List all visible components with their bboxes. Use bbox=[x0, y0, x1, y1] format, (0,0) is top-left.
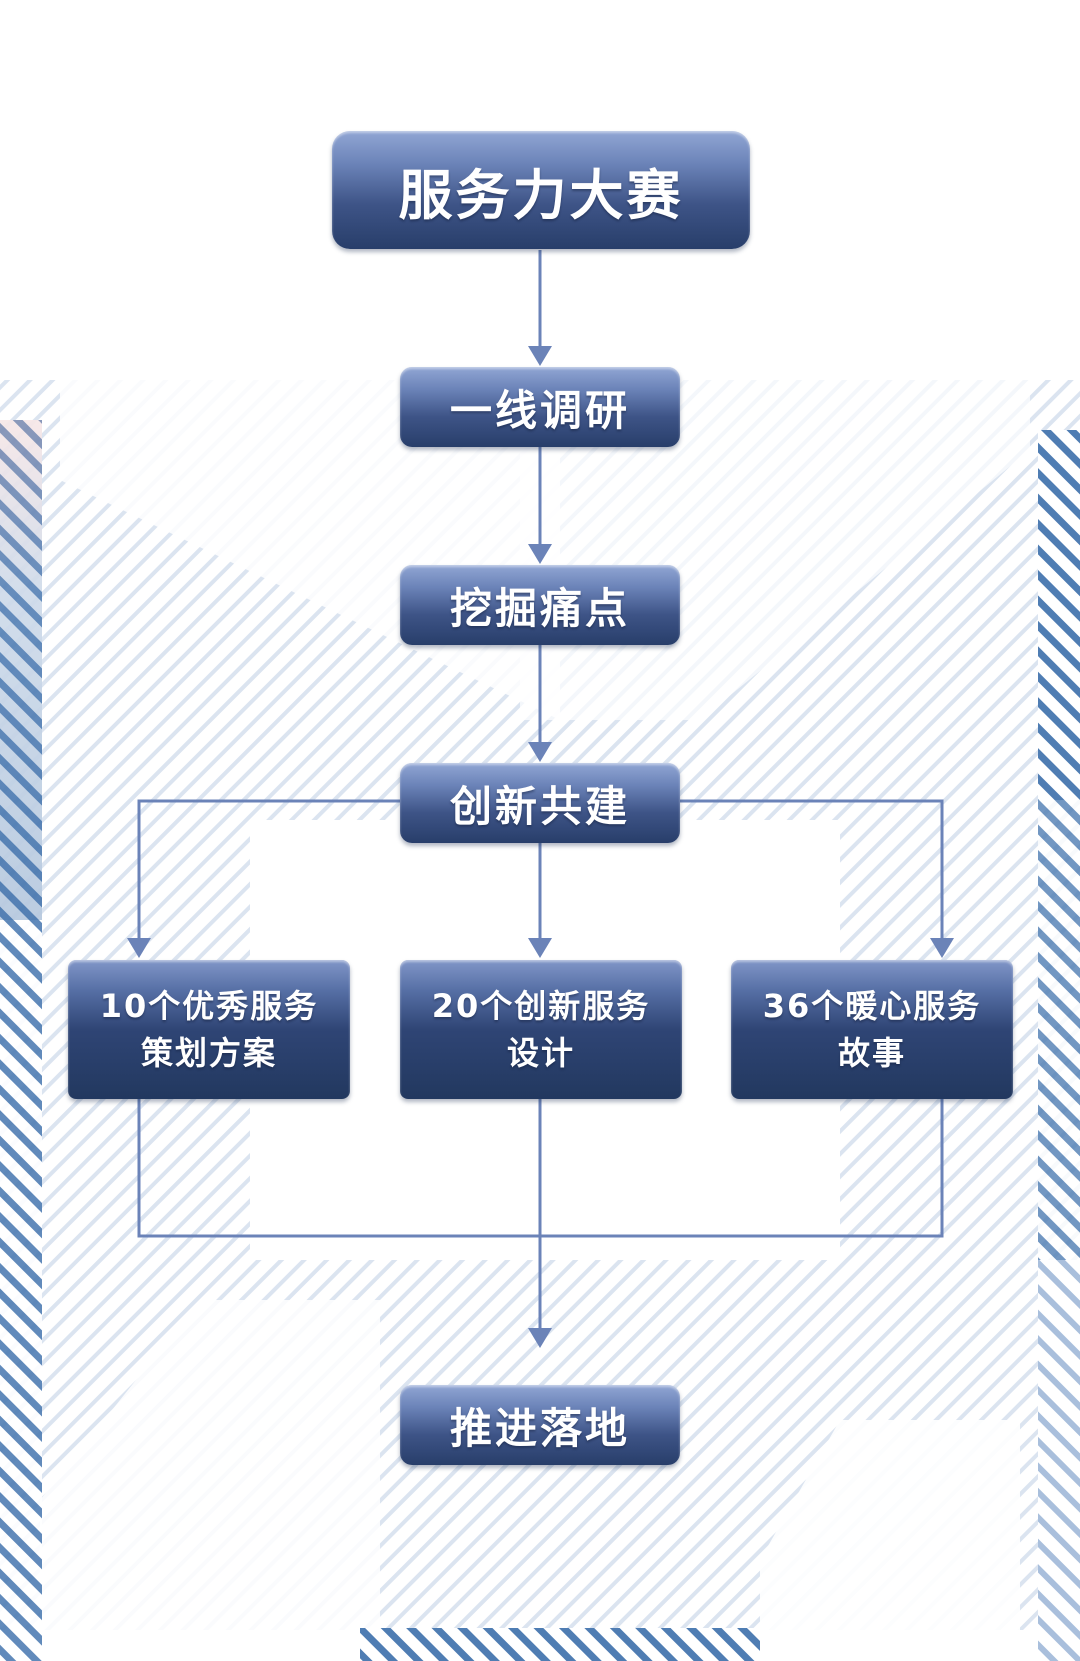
outcome-designs-line1: 20个创新服务 bbox=[431, 987, 651, 1026]
connector-cocreate-to-outcome-right bbox=[680, 799, 944, 942]
outcome-designs-line2: 设计 bbox=[506, 1033, 575, 1072]
research-node-label: 一线调研 bbox=[449, 385, 630, 435]
co-create-node: 创新共建 bbox=[400, 763, 680, 843]
outcome-plans-line1: 10个优秀服务 bbox=[99, 987, 319, 1026]
arrowhead-outcome-right bbox=[930, 938, 954, 958]
pain-points-node-label: 挖掘痛点 bbox=[449, 583, 630, 633]
outcome-node-plans: 10个优秀服务 策划方案 bbox=[68, 960, 350, 1099]
connector-cocreate-to-outcome-left bbox=[137, 799, 400, 942]
research-node: 一线调研 bbox=[400, 367, 680, 447]
outcome-plans-line2: 策划方案 bbox=[140, 1033, 277, 1072]
right-edge-stripes-mid bbox=[1038, 800, 1080, 1260]
right-edge-stripes-upper bbox=[1038, 430, 1080, 800]
arrowhead-outcome-center bbox=[528, 938, 552, 958]
co-create-node-label: 创新共建 bbox=[449, 781, 630, 831]
arrowhead-outcome-left bbox=[127, 938, 151, 958]
implement-node: 推进落地 bbox=[400, 1385, 680, 1465]
arrowhead-implement bbox=[528, 1328, 552, 1348]
left-edge-tint bbox=[0, 420, 42, 920]
bottom-band-stripes bbox=[360, 1628, 760, 1661]
arrowhead-cocreate bbox=[528, 742, 552, 762]
outcome-stories-line2: 故事 bbox=[837, 1033, 906, 1072]
right-edge-stripes-lower bbox=[1038, 1260, 1080, 1661]
outcome-node-stories: 36个暖心服务 故事 bbox=[731, 960, 1013, 1099]
outcome-stories-line1: 36个暖心服务 bbox=[762, 987, 982, 1026]
title-node-label: 服务力大赛 bbox=[398, 163, 684, 227]
white-block-bottom-left bbox=[40, 1300, 380, 1630]
arrowhead-research bbox=[528, 346, 552, 366]
implement-node-label: 推进落地 bbox=[449, 1403, 630, 1453]
outcome-node-designs: 20个创新服务 设计 bbox=[400, 960, 682, 1099]
title-node: 服务力大赛 bbox=[332, 131, 750, 249]
white-block-bottom-right bbox=[760, 1420, 1020, 1630]
arrowhead-pain bbox=[528, 544, 552, 564]
pain-points-node: 挖掘痛点 bbox=[400, 565, 680, 645]
